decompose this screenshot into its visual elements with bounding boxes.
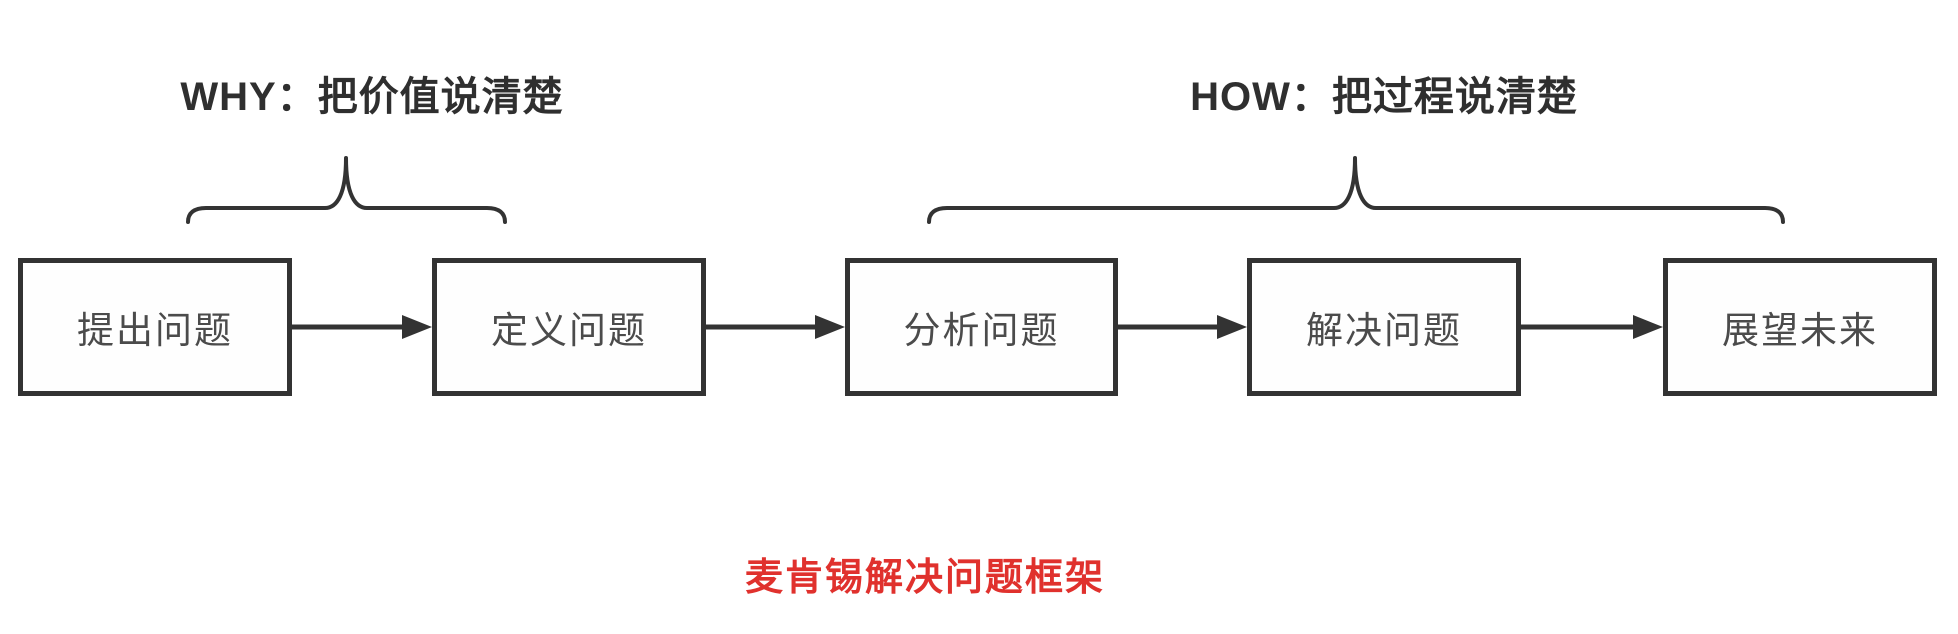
why-group-label: WHY：把价值说清楚 xyxy=(180,75,564,119)
step-box-analyze-problem: 分析问题 xyxy=(845,258,1118,396)
arrow-right-icon xyxy=(1118,315,1247,339)
step-label: 展望未来 xyxy=(1722,310,1878,351)
step-label: 提出问题 xyxy=(77,310,233,351)
step-box-future-outlook: 展望未来 xyxy=(1663,258,1937,396)
how-overbrace-icon xyxy=(927,156,1785,224)
arrow-right-icon xyxy=(1521,315,1663,339)
diagram-caption: 麦肯锡解决问题框架 xyxy=(744,557,1106,599)
step-box-solve-problem: 解决问题 xyxy=(1247,258,1521,396)
step-label: 分析问题 xyxy=(903,310,1060,351)
step-label: 定义问题 xyxy=(491,310,647,351)
step-label: 解决问题 xyxy=(1306,310,1462,351)
arrow-right-icon xyxy=(292,315,432,339)
step-box-raise-problem: 提出问题 xyxy=(18,258,292,396)
arrow-right-icon xyxy=(706,315,845,339)
how-group-label: HOW：把过程说清楚 xyxy=(1190,75,1578,119)
why-overbrace-icon xyxy=(186,156,507,224)
step-box-define-problem: 定义问题 xyxy=(432,258,706,396)
